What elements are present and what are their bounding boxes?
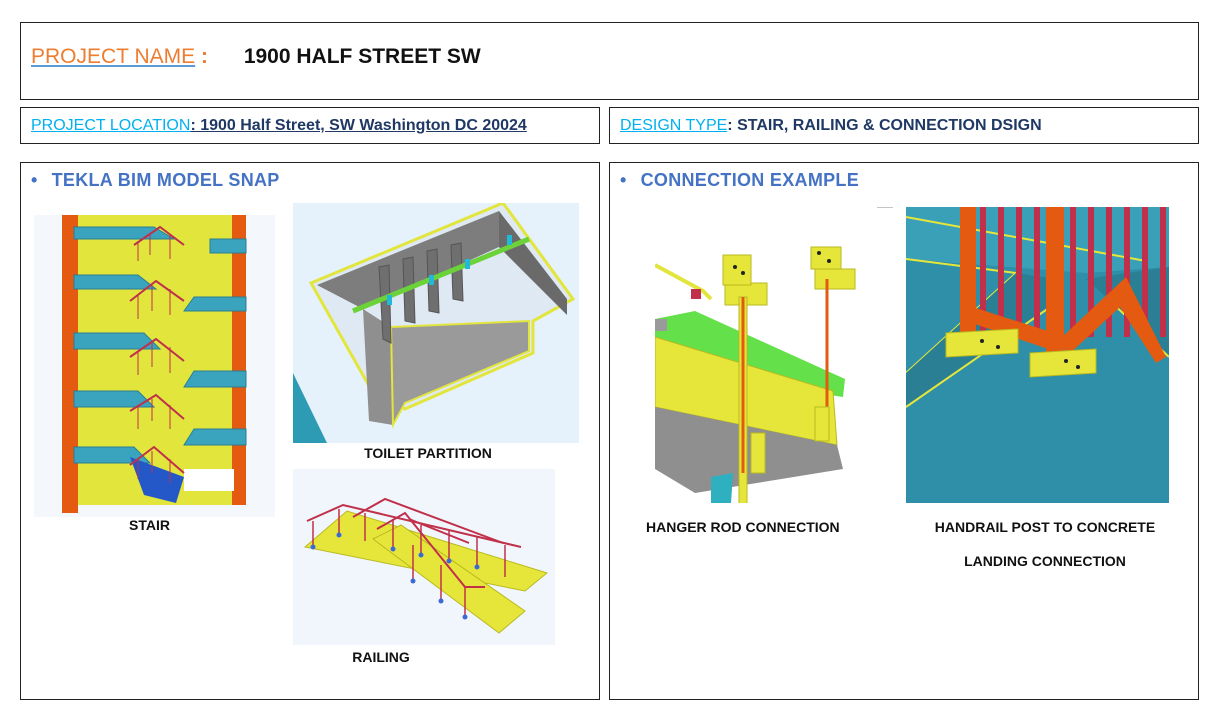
hanger-rod-caption: HANGER ROD CONNECTION xyxy=(646,519,840,535)
toilet-partition-caption: TOILET PARTITION xyxy=(364,445,492,461)
railing-caption: RAILING xyxy=(352,649,410,665)
design-type-row: DESIGN TYPE: STAIR, RAILING & CONNECTION… xyxy=(620,117,1042,135)
project-location-box: PROJECT LOCATION: 1900 Half Street, SW W… xyxy=(20,107,600,144)
project-name-box: PROJECT NAME : 1900 HALF STREET SW xyxy=(20,22,1199,100)
bullet-dot: • xyxy=(620,170,627,190)
project-location-value: : 1900 Half Street, SW Washington DC 200… xyxy=(190,117,527,134)
stair-caption: STAIR xyxy=(129,517,170,533)
connection-heading-text: CONNECTION EXAMPLE xyxy=(640,170,860,190)
handrail-caption-line1: HANDRAIL POST TO CONCRETE xyxy=(934,519,1156,535)
bim-model-heading-text: TEKLA BIM MODEL SNAP xyxy=(51,170,280,190)
connection-heading: • CONNECTION EXAMPLE xyxy=(620,170,859,191)
bim-model-panel: • TEKLA BIM MODEL SNAP xyxy=(20,162,600,700)
bim-model-heading: • TEKLA BIM MODEL SNAP xyxy=(31,170,280,191)
project-location-label: PROJECT LOCATION xyxy=(31,117,191,134)
project-name-label: PROJECT NAME xyxy=(31,45,196,68)
connection-panel: •CONNECTION EXAMPLE HANGER ROD CONN xyxy=(609,162,1199,700)
handrail-post-image xyxy=(906,207,1169,503)
stair-model-image xyxy=(34,215,275,517)
project-name-value: 1900 HALF STREET SW xyxy=(243,45,481,68)
railing-image xyxy=(293,469,555,645)
project-location-row: PROJECT LOCATION: 1900 Half Street, SW W… xyxy=(31,117,527,135)
design-type-value: : STAIR, RAILING & CONNECTION DSIGN xyxy=(727,117,1042,134)
project-name-separator: : xyxy=(200,45,208,68)
toilet-partition-image xyxy=(293,203,579,443)
handrail-caption-line2: LANDING CONNECTION xyxy=(964,553,1126,569)
project-name-row: PROJECT NAME : 1900 HALF STREET SW xyxy=(31,45,481,69)
design-type-box: DESIGN TYPE: STAIR, RAILING & CONNECTION… xyxy=(609,107,1199,144)
bullet-dot: • xyxy=(31,170,38,190)
hanger-rod-image xyxy=(655,207,893,503)
design-type-label: DESIGN TYPE xyxy=(620,117,728,134)
